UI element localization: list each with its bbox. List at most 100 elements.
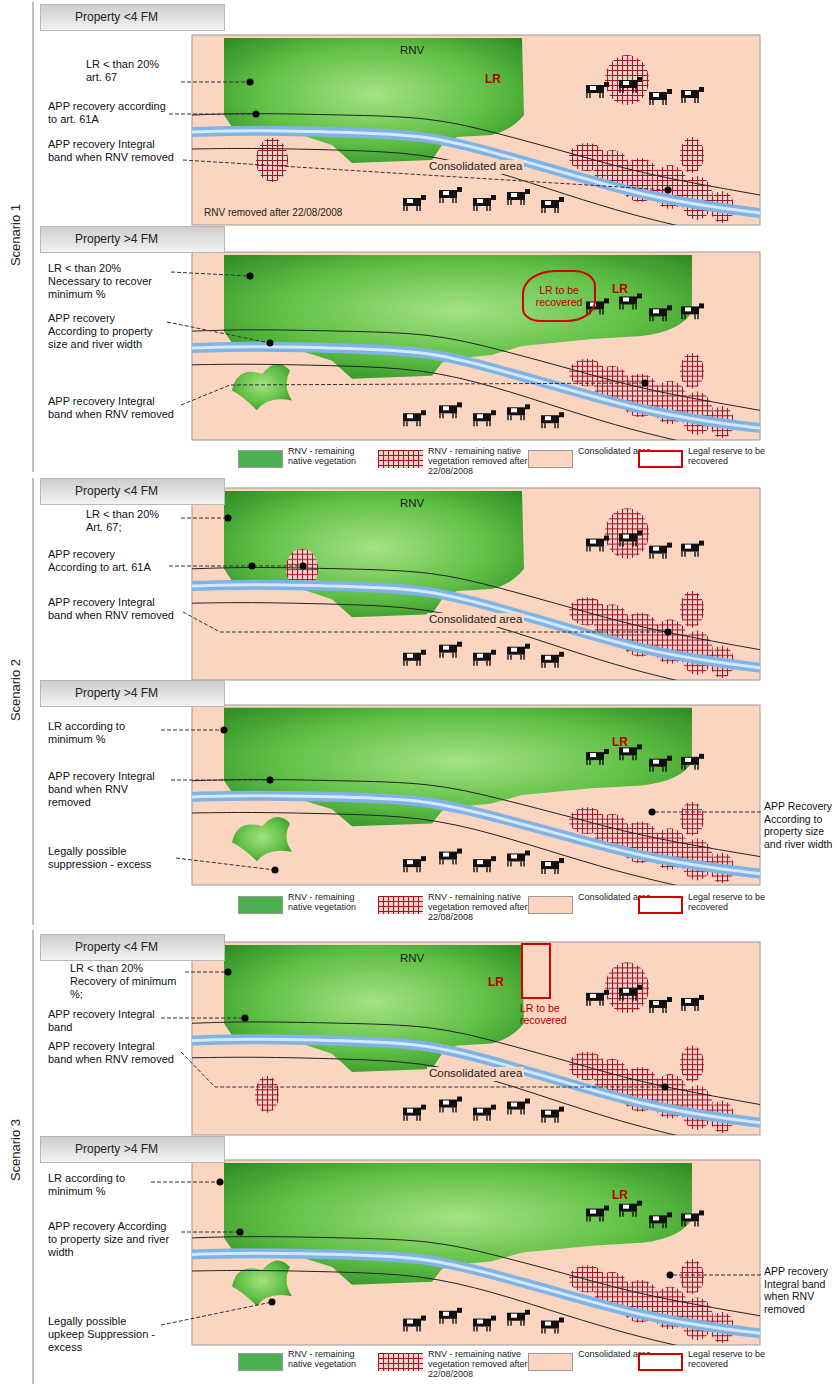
cow-icon (403, 1105, 426, 1121)
cow-icon (473, 856, 496, 872)
consolidated-area (192, 1160, 760, 1345)
cow-head (491, 856, 496, 861)
cow-body (541, 200, 559, 208)
cow-leg (622, 996, 623, 1001)
cow-leg (489, 1116, 490, 1121)
cow-head (559, 412, 564, 417)
cow-leg (635, 996, 636, 1001)
cow-body (586, 85, 604, 93)
cow-icon (649, 756, 672, 772)
cow-leg (403, 421, 404, 426)
region-label: Consolidated area (427, 1067, 524, 1081)
cow-leg (681, 765, 682, 770)
cow-leg (476, 1327, 477, 1332)
app-boundary (192, 812, 692, 885)
cow-head (457, 1308, 462, 1313)
cow-leg (622, 88, 623, 93)
cow-leg (406, 867, 407, 872)
cow-leg (589, 1217, 590, 1222)
cow-leg (619, 1212, 620, 1217)
cow-leg (602, 93, 603, 98)
legend-text: RNV - remaining native vegetation remove… (428, 1350, 533, 1380)
cow-spot (623, 297, 629, 301)
cow-leg (486, 206, 487, 211)
cow-head (525, 850, 530, 855)
cow-spot (590, 994, 596, 998)
property-tab: Property <4 FM (40, 4, 225, 31)
cow-body (439, 1311, 457, 1319)
cow-head (637, 1201, 642, 1206)
annotation: APP recovery Integral band when RNV remo… (48, 596, 180, 622)
annotation: LR < than 20% art. 67 (86, 58, 178, 84)
cow-head (699, 1210, 704, 1215)
cow-leg (473, 421, 474, 426)
cow-leg (442, 413, 443, 418)
cow-body (681, 757, 699, 765)
cow-head (667, 89, 672, 94)
cow-leg (599, 547, 600, 552)
cow-leg (544, 1329, 545, 1334)
cow-spot (545, 416, 551, 420)
cow-head (667, 756, 672, 761)
annotation: LR < than 20% Art. 67; (86, 508, 178, 534)
cow-head (604, 990, 609, 995)
callout-dot (267, 777, 274, 784)
cow-spot (477, 414, 483, 418)
legal-reserve-tag: LR (612, 1188, 628, 1202)
cow-leg (697, 98, 698, 103)
cow-leg (416, 1327, 417, 1332)
cow-head (699, 995, 704, 1000)
cow-body (586, 993, 604, 1001)
legal-reserve-tag: LR (488, 975, 504, 989)
cow-icon (681, 1210, 704, 1226)
panel-map (192, 708, 760, 885)
cow-leg (665, 316, 666, 321)
cow-leg (681, 1221, 682, 1226)
cow-leg (406, 1116, 407, 1121)
cow-head (667, 1212, 672, 1217)
cow-body (473, 1108, 491, 1116)
leader-line (181, 383, 645, 405)
legend-swatch (238, 1353, 283, 1371)
app-boundary (192, 567, 760, 649)
cow-spot (477, 1109, 483, 1113)
cow-head (491, 1316, 496, 1321)
cow-leg (442, 653, 443, 658)
cow-leg (554, 663, 555, 668)
cow-leg (520, 1321, 521, 1326)
app-boundary (192, 780, 760, 857)
cow-spot (653, 760, 659, 764)
cow-leg (452, 653, 453, 658)
cow-head (604, 82, 609, 87)
panel-map (192, 491, 760, 680)
cow-leg (544, 208, 545, 213)
cow-leg (589, 93, 590, 98)
cow-icon (649, 305, 672, 321)
cow-leg (442, 860, 443, 865)
app-boundary (192, 114, 760, 195)
cow-leg (510, 1321, 511, 1326)
cow-body (586, 539, 604, 547)
callout-dot (649, 809, 656, 816)
cow-head (457, 1097, 462, 1102)
cow-icon (681, 541, 704, 557)
cow-head (559, 197, 564, 202)
cow-leg (619, 755, 620, 760)
cow-leg (442, 1108, 443, 1113)
cow-leg (507, 861, 508, 866)
cow-icon (439, 187, 462, 203)
cow-spot (653, 1001, 659, 1005)
cow-leg (649, 767, 650, 772)
cow-leg (589, 760, 590, 765)
cow-leg (541, 663, 542, 668)
cow-body (507, 1313, 525, 1321)
cow-spot (511, 408, 517, 412)
cow-leg (486, 661, 487, 666)
legend-text: RNV - remaining native vegetation (288, 447, 373, 467)
cow-leg (419, 1116, 420, 1121)
cow-leg (697, 1221, 698, 1226)
cow-body (541, 1110, 559, 1118)
cow-body (586, 752, 604, 760)
region-label: RNV (400, 44, 424, 58)
cow-leg (473, 661, 474, 666)
